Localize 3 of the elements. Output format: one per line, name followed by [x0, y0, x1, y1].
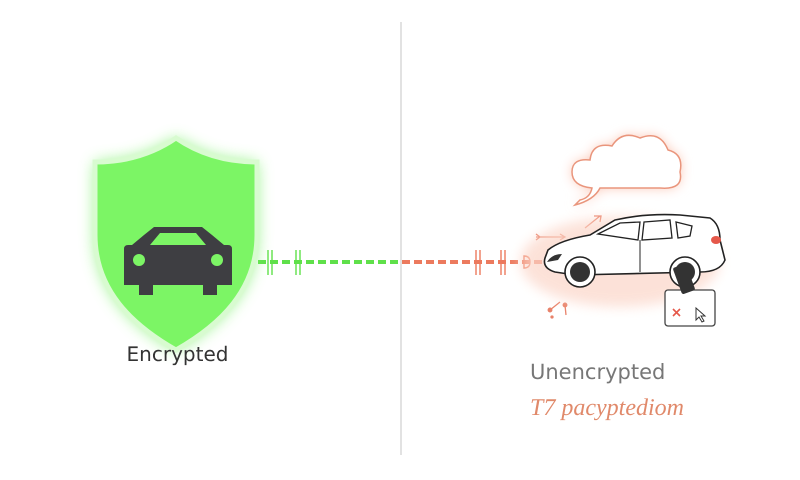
handwritten-note: T7 pacyptediom	[530, 395, 684, 422]
status-label: Unencrypted	[530, 360, 666, 384]
status-label: Encrypted	[126, 342, 230, 366]
